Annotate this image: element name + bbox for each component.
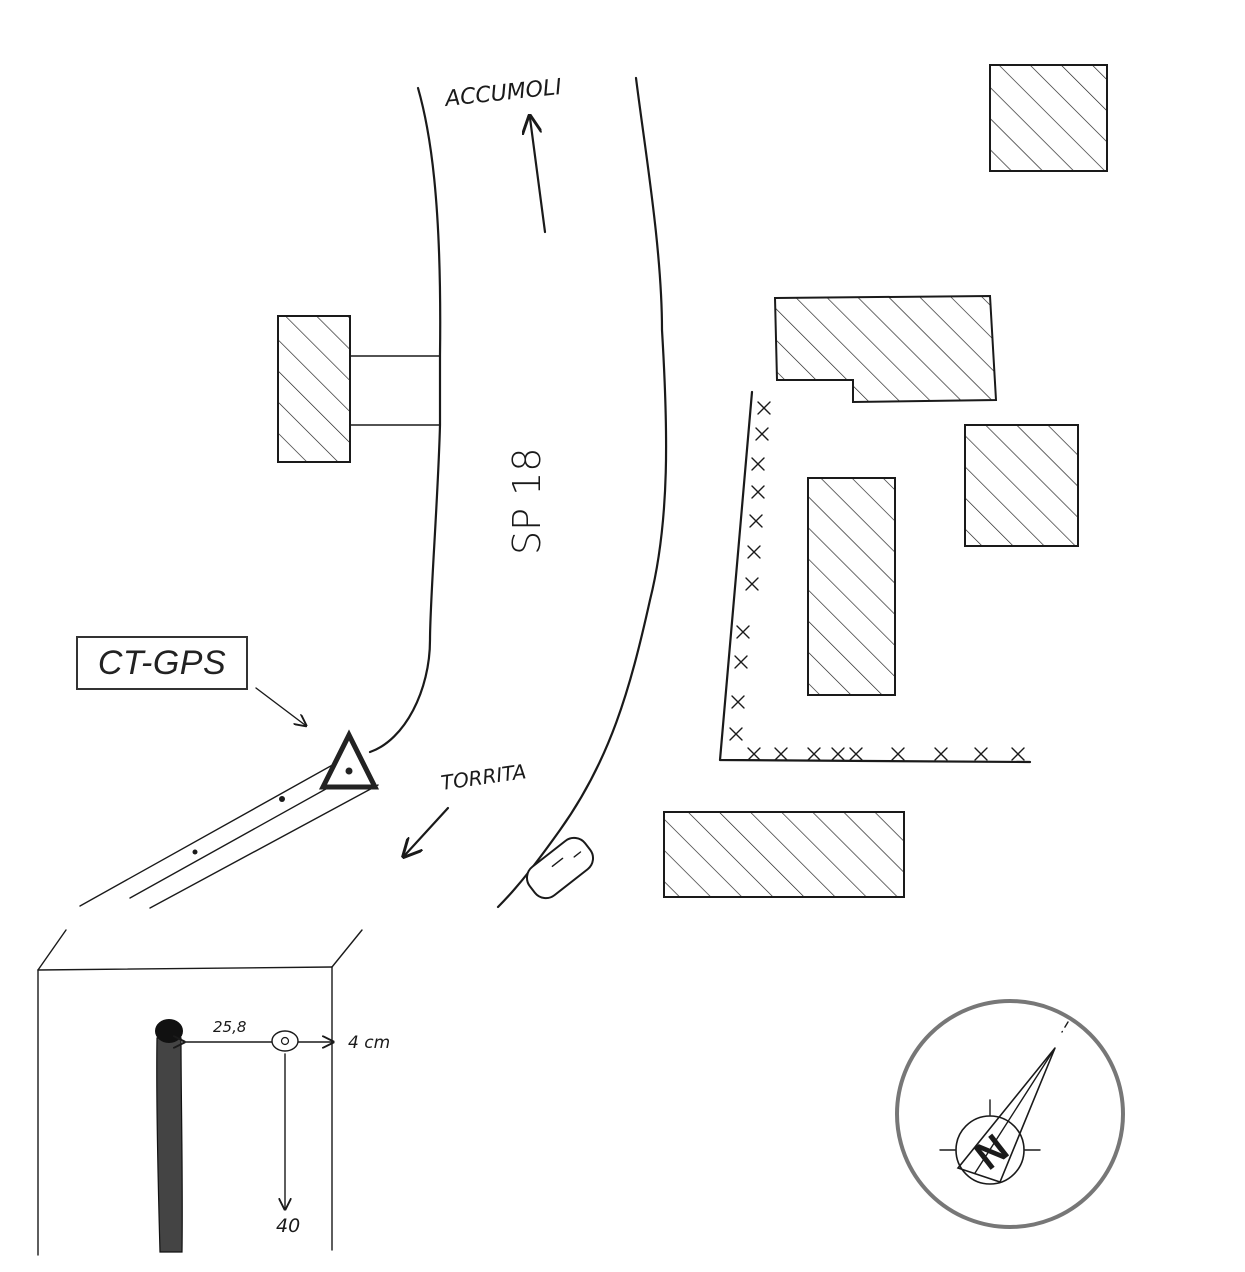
building-east <box>964 424 1079 547</box>
compass-needle-icon <box>956 1047 1056 1183</box>
arrow-to-accumoli <box>530 118 547 234</box>
marker-head <box>155 1019 183 1043</box>
side-road-centerline <box>129 769 361 899</box>
station-code-label: CT-GPS <box>76 636 248 690</box>
monument-detail: 25,8 4 cm 40 <box>37 929 390 1256</box>
gps-station-center-point <box>345 767 353 775</box>
side-road-lower-edge <box>149 784 379 909</box>
fence-line <box>718 390 1032 764</box>
arrow-to-torrita <box>405 806 450 855</box>
side-road-point <box>279 796 285 802</box>
compass-ring <box>895 999 1125 1229</box>
label-road-name: SP 18 <box>505 448 549 555</box>
station-code-text: CT-GPS <box>97 643 227 682</box>
side-road-point <box>192 849 198 855</box>
road-west-edge <box>368 86 442 754</box>
car-icon <box>525 836 595 900</box>
reference-point <box>271 1030 299 1052</box>
building-west <box>277 315 351 463</box>
gps-station-triangle-icon <box>318 729 380 790</box>
label-torrita: TORRITA <box>439 759 527 795</box>
station-pointer-arrow <box>255 687 305 725</box>
building-south <box>663 811 905 898</box>
north-compass: N <box>895 999 1125 1229</box>
building-central <box>807 477 896 696</box>
label-accumoli: ACCUMOLI <box>442 75 563 112</box>
building-l-shaped <box>773 294 998 404</box>
distance-vertical-label: 40 <box>276 1215 300 1237</box>
distance-edge-label: 4 cm <box>348 1033 390 1053</box>
marker-post <box>156 1037 183 1253</box>
side-road-upper-edge <box>79 757 346 907</box>
fence-marks <box>729 401 1025 761</box>
building-northeast <box>989 64 1108 172</box>
road-east-edge <box>496 76 668 909</box>
distance-horizontal-label: 25,8 <box>213 1018 246 1036</box>
